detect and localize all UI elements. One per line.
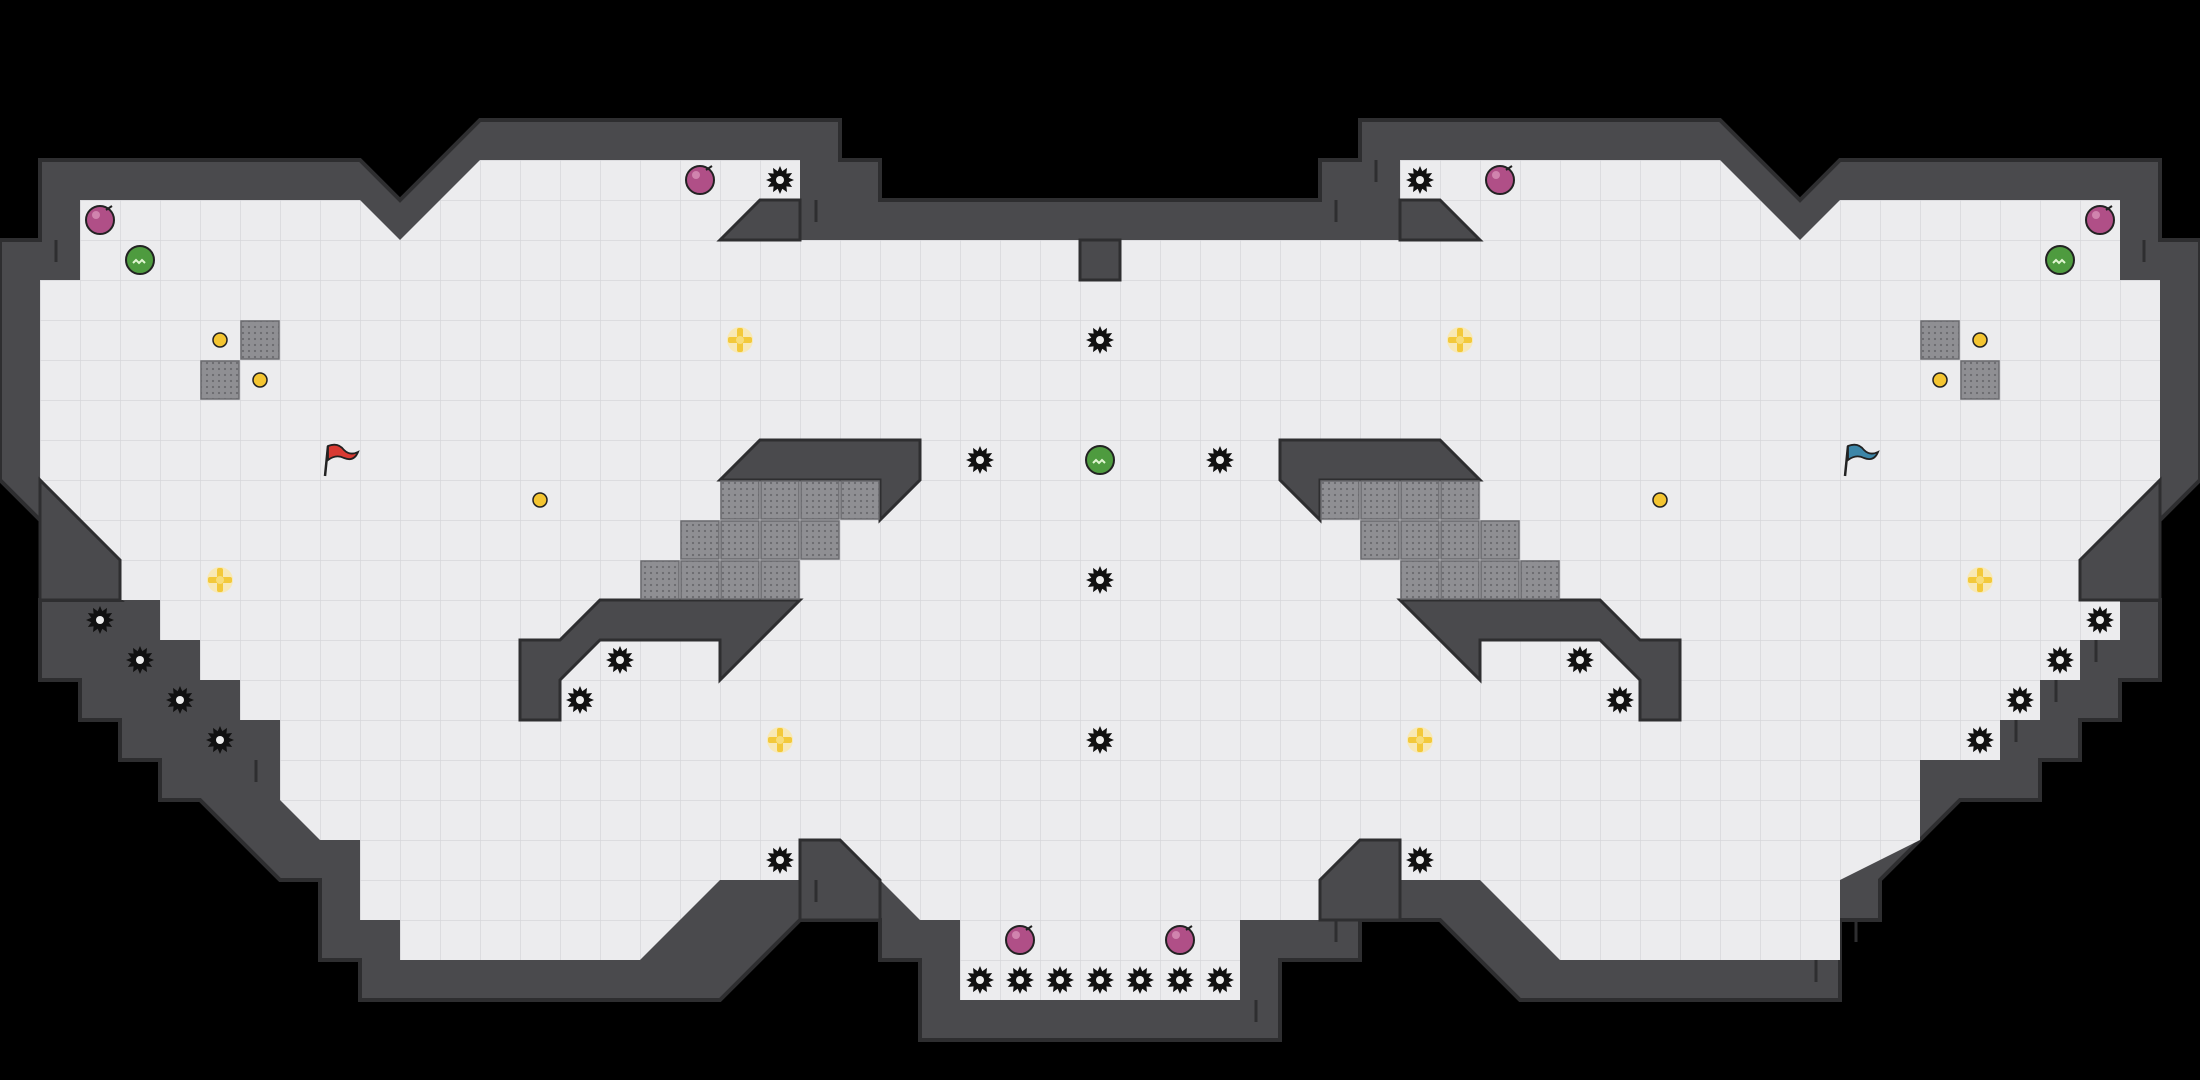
spike-icon bbox=[1566, 646, 1594, 674]
gate-tile bbox=[720, 480, 760, 520]
gate-tile bbox=[1920, 320, 1960, 360]
spike-icon bbox=[2086, 606, 2114, 634]
portal-icon bbox=[532, 492, 548, 508]
portal-icon bbox=[1652, 492, 1668, 508]
spike-icon bbox=[566, 686, 594, 714]
boost-icon bbox=[1967, 567, 1993, 593]
spikes bbox=[86, 166, 2114, 994]
boost-icon bbox=[1407, 727, 1433, 753]
gate-tile bbox=[840, 480, 880, 520]
spike-icon bbox=[166, 686, 194, 714]
spike-icon bbox=[1606, 686, 1634, 714]
gate-tile bbox=[1360, 520, 1400, 560]
spike-icon bbox=[1206, 966, 1234, 994]
spike-icon bbox=[1006, 966, 1034, 994]
spike-icon bbox=[766, 166, 794, 194]
spike-icon bbox=[2006, 686, 2034, 714]
powerup-icon bbox=[125, 245, 155, 275]
gate-tile bbox=[1440, 480, 1480, 520]
spike-icon bbox=[2046, 646, 2074, 674]
bomb-icon bbox=[1005, 925, 1035, 955]
gate-tile bbox=[1360, 480, 1400, 520]
gate-tile bbox=[200, 360, 240, 400]
gate-tile bbox=[760, 480, 800, 520]
gate-tile bbox=[1520, 560, 1560, 600]
portal-icon bbox=[1972, 332, 1988, 348]
gate-tile bbox=[1480, 520, 1520, 560]
bomb-icon bbox=[1485, 165, 1515, 195]
powerups bbox=[125, 245, 2075, 475]
red-flag-icon bbox=[323, 443, 360, 477]
spike-icon bbox=[126, 646, 154, 674]
gate-tile bbox=[760, 560, 800, 600]
spike-icon bbox=[1406, 846, 1434, 874]
gate-tile bbox=[1960, 360, 2000, 400]
flags bbox=[323, 443, 1880, 477]
spike-icon bbox=[1206, 446, 1234, 474]
spike-icon bbox=[766, 846, 794, 874]
gate-tile bbox=[680, 520, 720, 560]
gate-tile bbox=[800, 520, 840, 560]
spike-icon bbox=[606, 646, 634, 674]
gate-tile bbox=[1400, 480, 1440, 520]
spike-icon bbox=[1086, 326, 1114, 354]
gate-tile bbox=[760, 520, 800, 560]
spike-icon bbox=[1086, 726, 1114, 754]
spike-icon bbox=[1126, 966, 1154, 994]
bomb-icon bbox=[685, 165, 715, 195]
spike-icon bbox=[86, 606, 114, 634]
powerup-icon bbox=[2045, 245, 2075, 275]
portal-icon bbox=[1932, 372, 1948, 388]
inner-walls bbox=[38, 198, 2162, 922]
spike-icon bbox=[1046, 966, 1074, 994]
gate-tile bbox=[1440, 520, 1480, 560]
spike-icon bbox=[1086, 966, 1114, 994]
gate-tile bbox=[640, 560, 680, 600]
spike-icon bbox=[1086, 566, 1114, 594]
boost-icon bbox=[727, 327, 753, 353]
gate-tiles bbox=[200, 320, 2000, 600]
bomb-icon bbox=[1165, 925, 1195, 955]
powerup-icon bbox=[1085, 445, 1115, 475]
portal-icon bbox=[212, 332, 228, 348]
gate-tile bbox=[1320, 480, 1360, 520]
spike-icon bbox=[206, 726, 234, 754]
gate-tile bbox=[1440, 560, 1480, 600]
spike-icon bbox=[1406, 166, 1434, 194]
gate-tile bbox=[1400, 520, 1440, 560]
bomb-icon bbox=[85, 205, 115, 235]
boost-icon bbox=[1447, 327, 1473, 353]
gate-tile bbox=[800, 480, 840, 520]
boost-pads bbox=[207, 327, 1993, 753]
gate-tile bbox=[240, 320, 280, 360]
gate-tile bbox=[680, 560, 720, 600]
blue-flag-icon bbox=[1843, 443, 1880, 477]
gate-tile bbox=[720, 560, 760, 600]
bomb-icon bbox=[2085, 205, 2115, 235]
gate-tile bbox=[1480, 560, 1520, 600]
boost-icon bbox=[767, 727, 793, 753]
spike-icon bbox=[1166, 966, 1194, 994]
wall-seams bbox=[54, 160, 2146, 1022]
spike-icon bbox=[966, 446, 994, 474]
gate-tile bbox=[1400, 560, 1440, 600]
spike-icon bbox=[1966, 726, 1994, 754]
bombs bbox=[85, 165, 2115, 955]
portals bbox=[212, 332, 1988, 508]
spike-icon bbox=[966, 966, 994, 994]
portal-icon bbox=[252, 372, 268, 388]
gate-tile bbox=[720, 520, 760, 560]
boost-icon bbox=[207, 567, 233, 593]
